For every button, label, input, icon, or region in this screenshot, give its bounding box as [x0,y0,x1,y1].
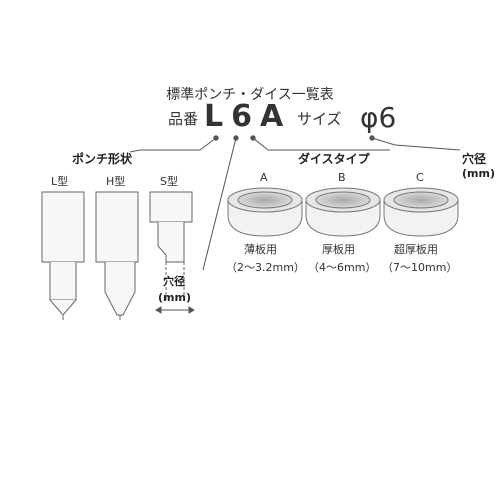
connector-size [371,137,461,151]
die-c-shape [383,187,459,237]
die-a-shape [227,187,303,237]
size-label: サイズ [297,110,342,128]
punch-type-s-label: S型 [160,175,178,188]
part-number-code: L6A [204,99,292,134]
punch-type-l-label: L型 [51,175,69,188]
die-b-letter: B [338,171,346,184]
hole-diameter-unit: (mm) [462,167,495,180]
die-c-range: （7～10mm） [382,261,458,274]
connector-l [129,137,217,153]
die-a-letter: A [260,171,268,184]
die-a-range: （2～3.2mm） [226,261,305,274]
punch-type-h-label: H型 [106,175,126,188]
die-c-name: 超厚板用 [394,243,438,256]
punch-s-shape [149,191,193,300]
hole-diameter-label: 穴径 [462,152,487,166]
connector-6 [202,137,237,271]
connector-a [252,137,390,151]
die-b-shape [305,187,381,237]
punch-hole-label: 穴径 [163,275,185,288]
die-section-title: ダイスタイプ [298,152,370,166]
hole-dimension-arrow [155,306,195,314]
table-title: 標準ポンチ・ダイス一覧表 [166,87,334,103]
punch-h-shape [95,191,139,320]
punch-hole-unit: (mm) [158,291,191,304]
punch-section-title: ポンチ形状 [72,152,133,166]
die-b-name: 厚板用 [322,243,355,256]
connector-lines [129,135,461,271]
die-a-name: 薄板用 [244,243,277,256]
die-c-letter: C [416,171,424,184]
part-number-label: 品番 [168,110,199,128]
size-value: φ6 [360,101,397,134]
punch-l-shape [41,191,85,320]
die-b-range: （4～6mm） [308,261,377,274]
